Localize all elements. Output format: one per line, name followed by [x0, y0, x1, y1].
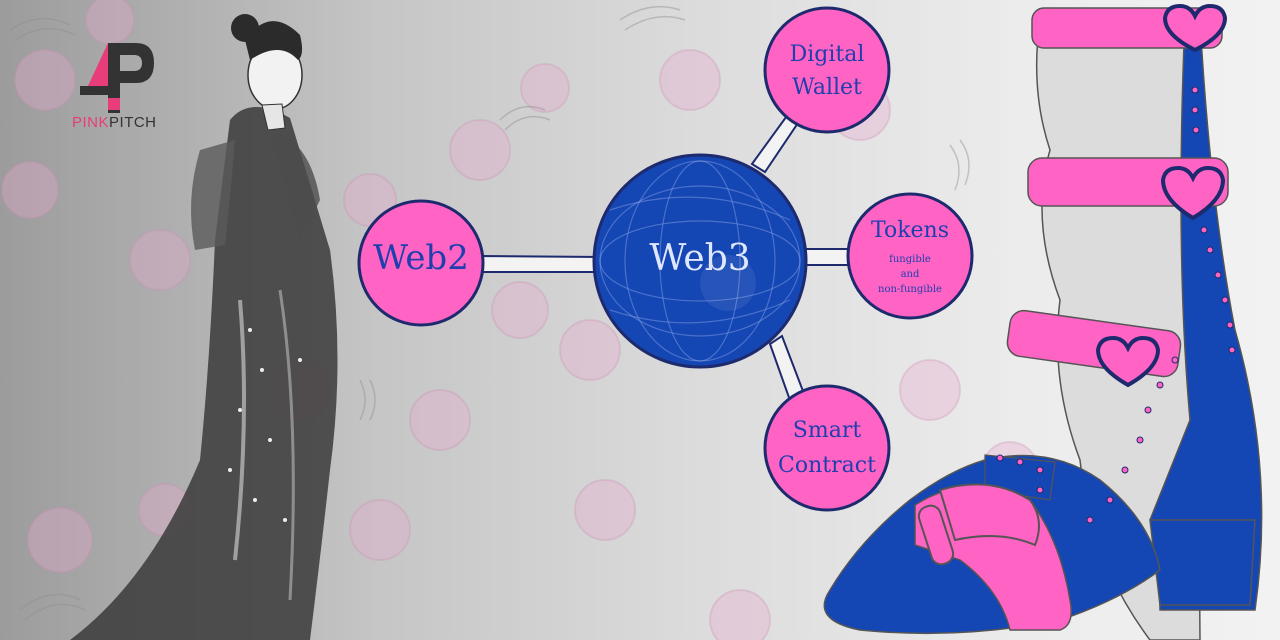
brand-wordmark-pink: PINK — [72, 114, 110, 131]
contract-line1: Smart — [792, 418, 862, 443]
node-contract — [763, 384, 891, 512]
pinkpitch-logo-icon — [80, 43, 154, 113]
node-wallet-label: Digital Wallet — [765, 38, 889, 104]
node-web2 — [357, 199, 485, 327]
wallet-line2: Wallet — [792, 75, 862, 100]
tokens-sub3: non-fungible — [878, 284, 942, 295]
brand-wordmark: PINKPITCH — [72, 114, 182, 131]
node-contract-label: Smart Contract — [765, 413, 889, 483]
contract-line2: Contract — [778, 453, 876, 478]
tokens-sub1: fungible — [889, 254, 931, 265]
brand-wordmark-dark: PITCH — [109, 114, 157, 131]
node-tokens-subtitle: fungible and non-fungible — [850, 252, 970, 297]
node-tokens-title: Tokens — [870, 218, 950, 243]
node-web2-label: Web2 — [373, 238, 469, 278]
heart-buckle-icon — [1095, 3, 1228, 388]
wallet-line1: Digital — [789, 42, 865, 67]
node-web3-label: Web3 — [649, 238, 751, 279]
web3-globe — [592, 153, 808, 369]
node-tokens — [846, 192, 974, 320]
tokens-sub2: and — [900, 269, 920, 280]
node-wallet — [763, 6, 891, 134]
